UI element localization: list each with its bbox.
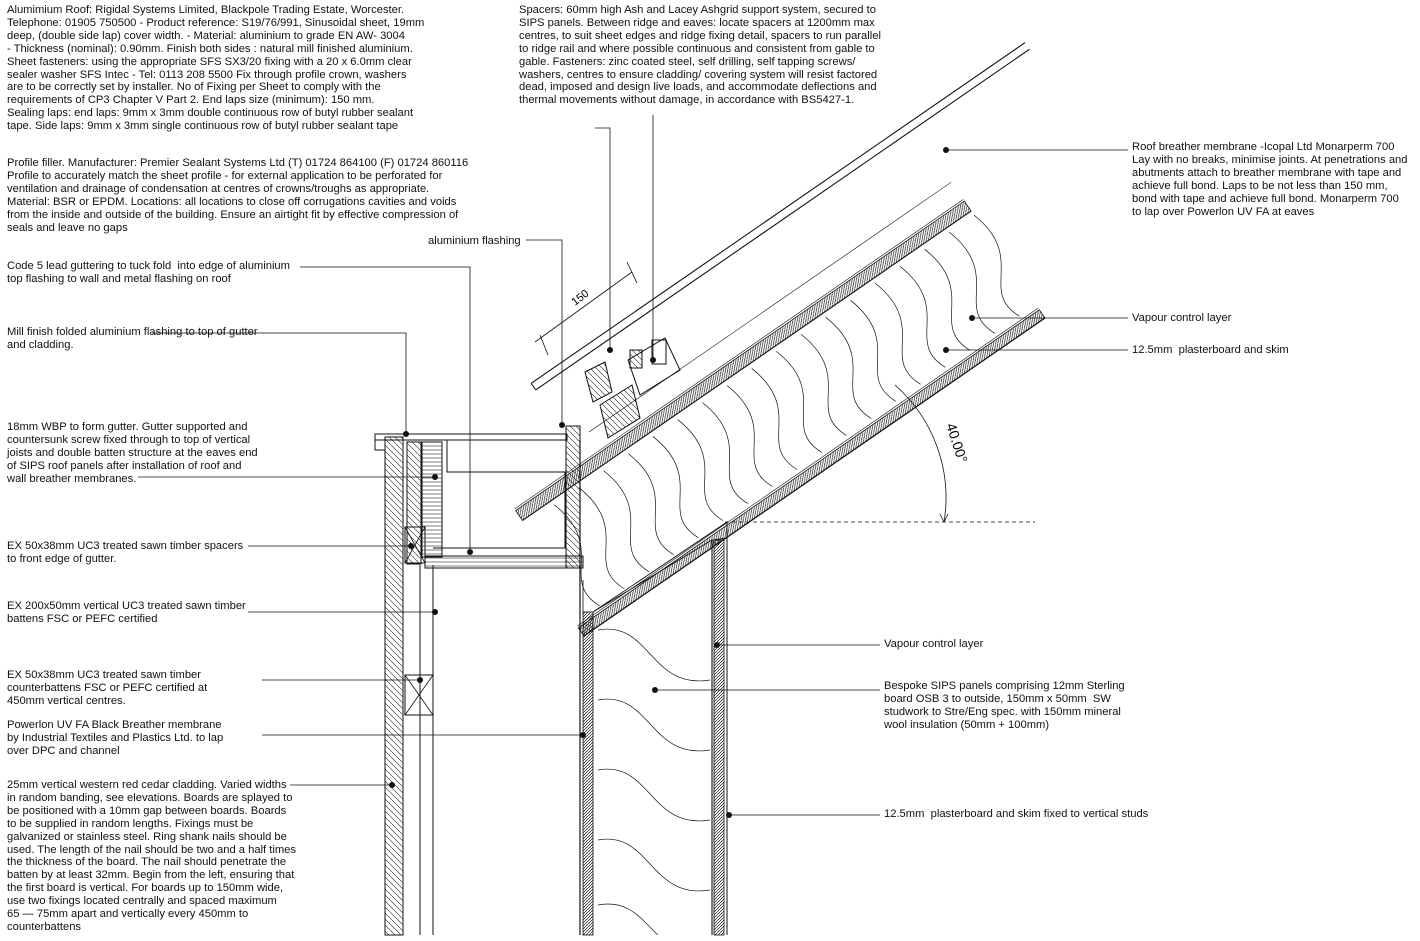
note-aluminium-flashing: aluminium flashing [428,235,521,247]
dimension-150-label: 150 [569,288,591,309]
note-aluminium-roof: Alumimium Roof: Rigidal Systems Limited,… [7,4,425,133]
note-roof-vapour-control: Vapour control layer [1132,312,1232,324]
note-mill-finish-flashing: Mill finish folded aluminium flashing to… [7,326,258,351]
note-powerlon-membrane: Powerlon UV FA Black Breather membrane b… [7,719,224,757]
note-cedar-cladding: 25mm vertical western red cedar cladding… [7,779,296,933]
note-lead-guttering: Code 5 lead guttering to tuck fold into … [7,260,290,285]
roof-section [514,42,1046,637]
note-vertical-battens: EX 200x50mm vertical UC3 treated sawn ti… [7,600,246,625]
leader-dots [389,147,975,818]
note-profile-filler: Profile filler. Manufacturer: Premier Se… [7,157,469,234]
note-roof-breather-membrane: Roof breather membrane -Icopal Ltd Monar… [1132,141,1408,218]
spacer-brackets [584,337,681,439]
note-counterbattens: EX 50x38mm UC3 treated sawn timber count… [7,669,208,707]
note-wall-vapour-control: Vapour control layer [884,638,984,650]
leader-lines [138,115,1128,816]
dimension-150 [534,261,638,356]
note-timber-spacers: EX 50x38mm UC3 treated sawn timber space… [7,540,244,565]
note-roof-plasterboard: 12.5mm plasterboard and skim [1132,344,1289,356]
note-wbp-gutter: 18mm WBP to form gutter. Gutter supporte… [7,421,258,485]
pitch-angle-arc [894,384,949,523]
pitch-angle-label: 40.00° [943,421,971,465]
note-sips-panels: Bespoke SIPS panels comprising 12mm Ster… [884,680,1125,731]
note-wall-plasterboard: 12.5mm plasterboard and skim fixed to ve… [884,808,1149,820]
note-spacers: Spacers: 60mm high Ash and Lacey Ashgrid… [519,4,881,107]
